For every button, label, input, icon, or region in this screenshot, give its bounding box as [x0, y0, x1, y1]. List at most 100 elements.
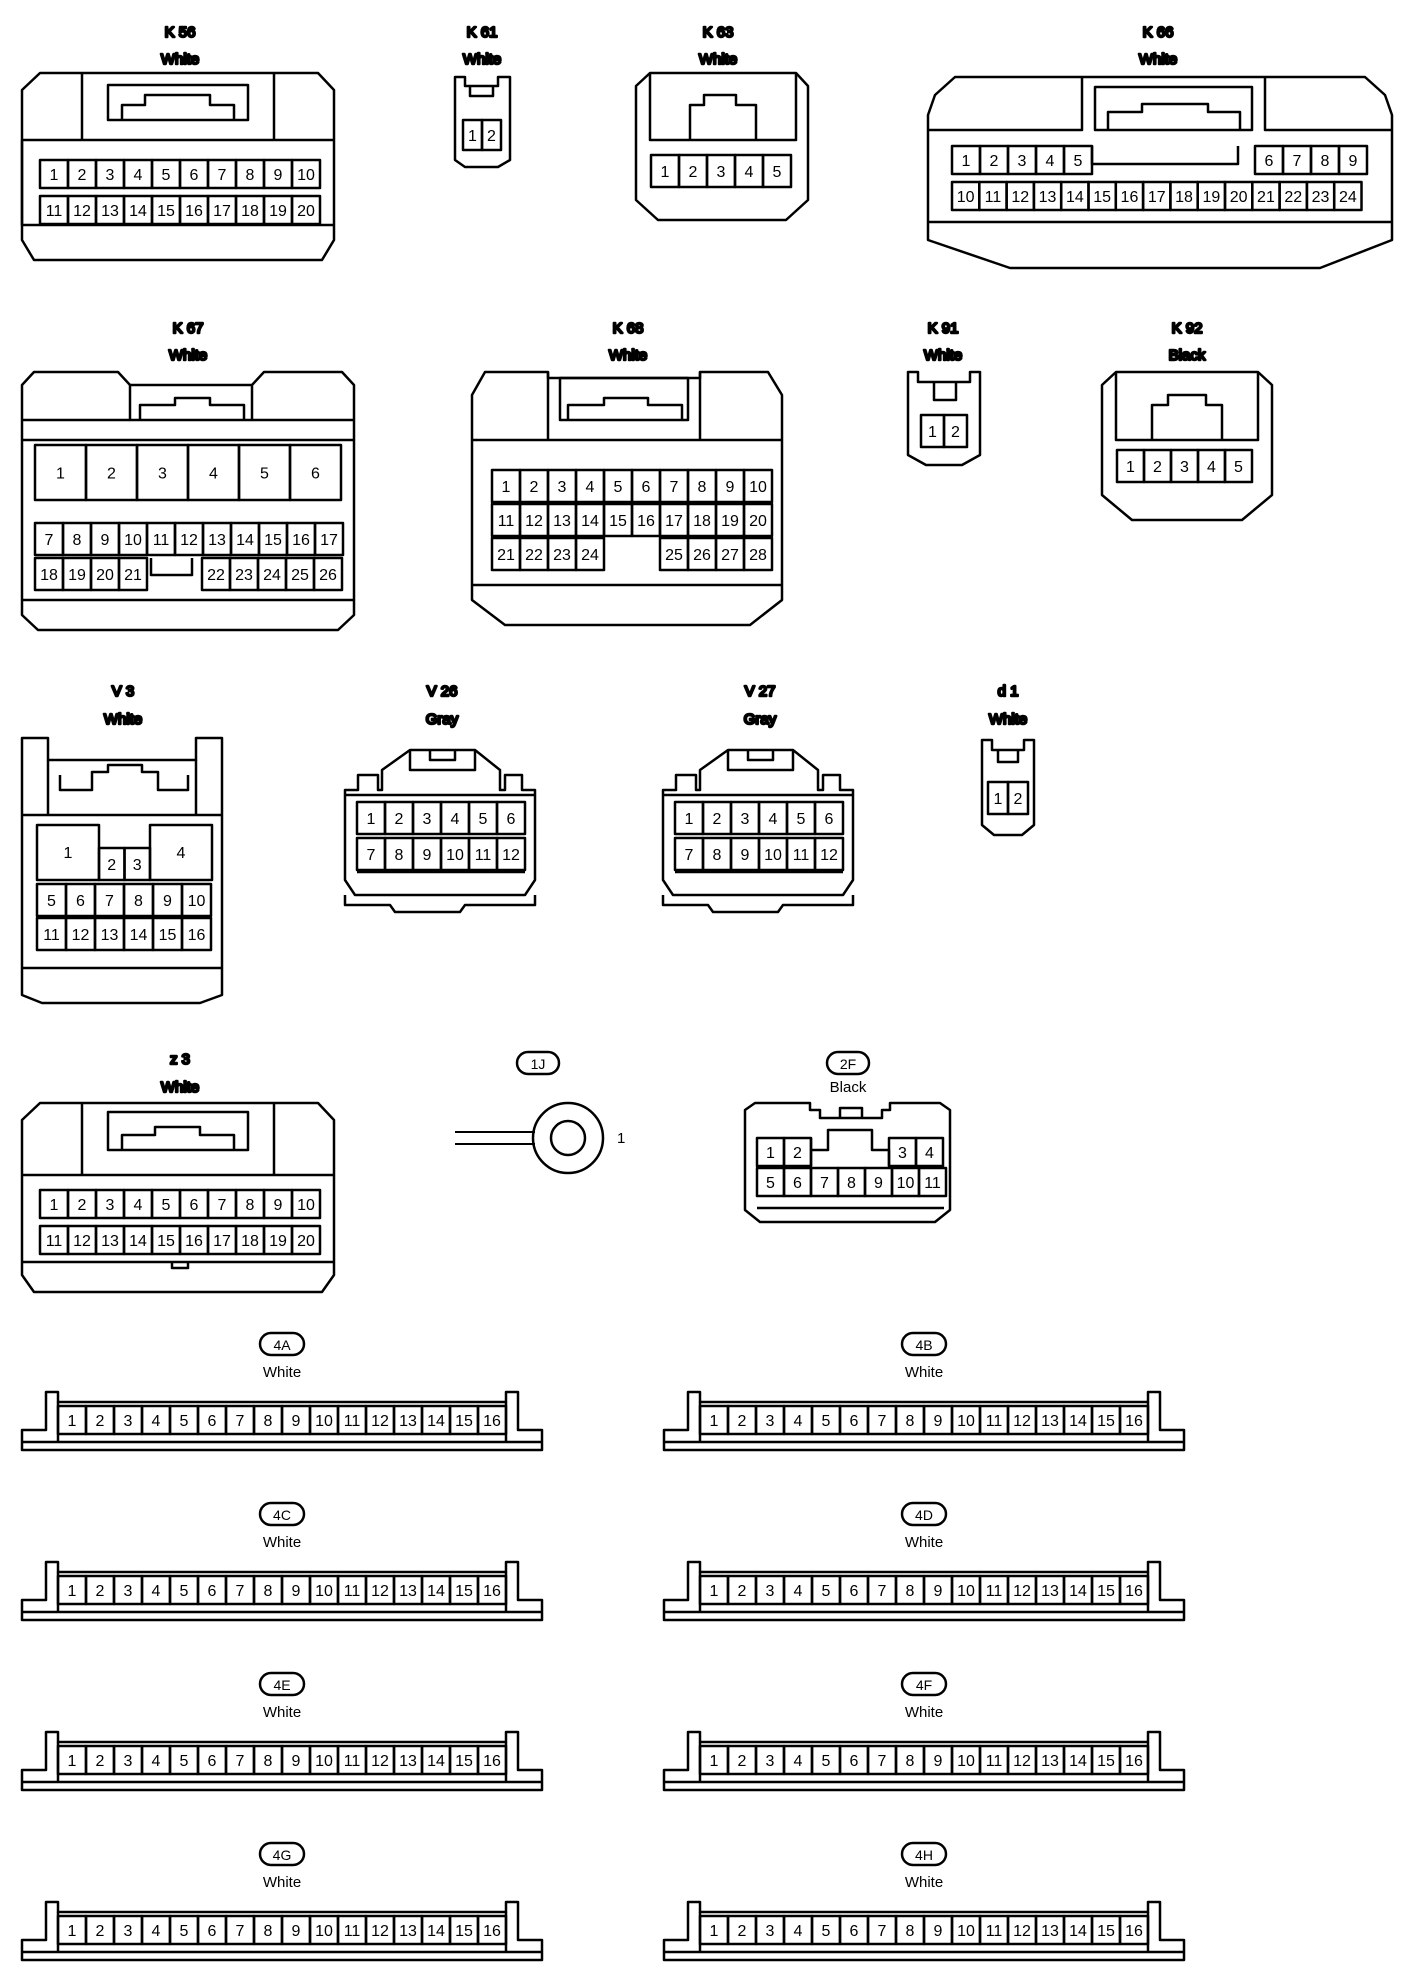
4h-pin-7: 7 [866, 1914, 898, 1946]
svg-text:5: 5 [479, 811, 488, 828]
svg-text:16: 16 [483, 1923, 501, 1940]
k67-pin-11: 11 [145, 521, 177, 557]
svg-text:1: 1 [710, 1413, 719, 1430]
4f-pin-9: 9 [922, 1744, 954, 1776]
svg-text:6: 6 [825, 811, 834, 828]
4g-pin-5: 5 [168, 1914, 200, 1946]
svg-text:7: 7 [878, 1753, 887, 1770]
svg-text:16: 16 [1125, 1753, 1143, 1770]
k67-pin-19: 19 [61, 556, 93, 592]
svg-text:1: 1 [50, 1197, 59, 1214]
svg-text:15: 15 [455, 1583, 473, 1600]
k66-pin-1: 1 [950, 144, 982, 176]
svg-text:21: 21 [497, 547, 515, 564]
svg-text:6: 6 [190, 1197, 199, 1214]
svg-text:2: 2 [689, 164, 698, 181]
svg-text:2: 2 [96, 1413, 105, 1430]
svg-text:18: 18 [241, 203, 259, 220]
4h-pin-6: 6 [838, 1914, 870, 1946]
4c-pin-11: 11 [336, 1574, 368, 1606]
k66-pin-16: 16 [1114, 180, 1145, 212]
k56-pin-5: 5 [150, 158, 182, 190]
k56-pin-20: 20 [290, 194, 322, 226]
4a-pin-3: 3 [112, 1404, 144, 1436]
z3-pin-7: 7 [206, 1188, 238, 1220]
v26-pin-3: 3 [411, 800, 443, 836]
svg-text:7: 7 [105, 893, 114, 910]
v27-pin-1: 1 [673, 800, 705, 836]
k66-pin-22: 22 [1278, 180, 1309, 212]
svg-text:9: 9 [292, 1583, 301, 1600]
k68-pin-27: 27 [714, 536, 746, 572]
k56-pin-10: 10 [290, 158, 322, 190]
4g-pin-12: 12 [364, 1914, 396, 1946]
svg-text:10: 10 [315, 1753, 333, 1770]
svg-text:3: 3 [558, 479, 567, 496]
k67-pin-16: 16 [285, 521, 317, 557]
4d-pin-5: 5 [810, 1574, 842, 1606]
k91-pin-2: 2 [942, 413, 969, 449]
svg-text:15: 15 [1097, 1753, 1115, 1770]
svg-text:7: 7 [685, 847, 694, 864]
k92-pin-5: 5 [1223, 448, 1254, 484]
svg-text:7: 7 [236, 1753, 245, 1770]
svg-text:5: 5 [773, 164, 782, 181]
svg-text:3: 3 [158, 466, 167, 483]
svg-text:8: 8 [906, 1753, 915, 1770]
svg-text:6: 6 [208, 1753, 217, 1770]
svg-text:5: 5 [822, 1413, 831, 1430]
v26-pin-10: 10 [439, 836, 471, 872]
svg-text:5: 5 [260, 466, 269, 483]
k66-pin-6: 6 [1253, 144, 1285, 176]
svg-text:9: 9 [934, 1413, 943, 1430]
v27-pin-10: 10 [757, 836, 789, 872]
4a-pin-9: 9 [280, 1404, 312, 1436]
svg-text:4: 4 [794, 1583, 803, 1600]
svg-text:2: 2 [738, 1413, 747, 1430]
k56-pin-15: 15 [150, 194, 182, 226]
svg-text:6: 6 [311, 466, 320, 483]
4d-pin-3: 3 [754, 1574, 786, 1606]
svg-text:13: 13 [101, 203, 119, 220]
v3-pin-5: 5 [35, 882, 68, 918]
svg-text:3: 3 [124, 1413, 133, 1430]
svg-text:11: 11 [43, 927, 60, 944]
4d-pin-16: 16 [1118, 1574, 1150, 1606]
k56-pin-14: 14 [122, 194, 154, 226]
4b-pin-12: 12 [1006, 1404, 1038, 1436]
k56-pin-12: 12 [66, 194, 98, 226]
4g-pin-2: 2 [84, 1914, 116, 1946]
4e-pin-4: 4 [140, 1744, 172, 1776]
v27-pin-12: 12 [813, 836, 845, 872]
k66-name: K 66 [1143, 24, 1174, 41]
svg-text:1: 1 [928, 424, 937, 441]
k66-pin-2: 2 [978, 144, 1010, 176]
v27-pin-5: 5 [785, 800, 817, 836]
k56-pin-17: 17 [206, 194, 238, 226]
4g-pin-4: 4 [140, 1914, 172, 1946]
svg-text:11: 11 [344, 1583, 361, 1600]
v26-pin-11: 11 [467, 836, 499, 872]
k66-pin-21: 21 [1251, 180, 1281, 212]
svg-text:12: 12 [72, 927, 90, 944]
4f-pin-6: 6 [838, 1744, 870, 1776]
svg-text:25: 25 [665, 547, 683, 564]
k66-pin-11: 11 [978, 180, 1008, 212]
svg-text:8: 8 [73, 532, 82, 549]
svg-text:11: 11 [985, 189, 1002, 206]
k63-color: White [699, 51, 737, 68]
4d-pin-2: 2 [726, 1574, 758, 1606]
4a-pin-12: 12 [364, 1404, 396, 1436]
4h-pin-9: 9 [922, 1914, 954, 1946]
k56-pin-18: 18 [234, 194, 266, 226]
4a-name: 4A [273, 1337, 291, 1353]
4h-pin-15: 15 [1090, 1914, 1122, 1946]
svg-text:2: 2 [96, 1923, 105, 1940]
